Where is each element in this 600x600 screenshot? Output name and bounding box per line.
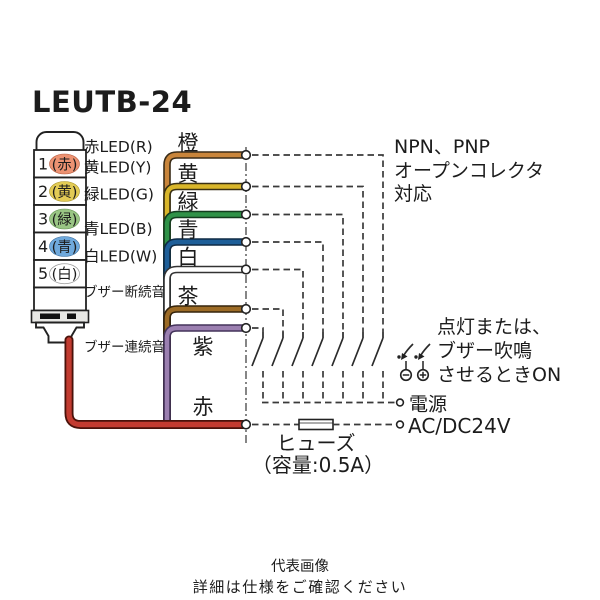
wire-function-labels: 赤LED(R) 黄LED(Y) 緑LED(G) 青LED(B) 白LED(W) … [84, 138, 165, 356]
wire-purple [163, 324, 247, 424]
segment-color-label: (青) [52, 239, 78, 256]
terminal [240, 209, 252, 220]
footer-line1: 代表画像 [271, 558, 329, 575]
wire-color-labels: 橙 黄 緑 青 白 茶 紫 赤 [178, 131, 214, 419]
tower-dome [35, 131, 85, 152]
switch-contacts [251, 332, 384, 367]
wire-brown [163, 305, 247, 424]
tower-body [33, 286, 87, 312]
on-note-line: 点灯または、 [437, 316, 551, 338]
label-yellow: 黄 [178, 162, 199, 186]
label-white-led: 白LED(W) [84, 248, 157, 266]
compat-line: オープンコレクタ [394, 160, 544, 182]
power-terminal [395, 398, 405, 407]
mount-slot [67, 313, 76, 319]
label-red-led: 赤LED(R) [84, 138, 153, 156]
label-orange: 橙 [178, 131, 199, 155]
fuse-symbol [298, 418, 334, 431]
power-label: 電源 [409, 394, 447, 416]
wire-yellow [163, 182, 247, 424]
wire-orange [163, 151, 247, 424]
label-buzzer-continuous: ブザー連続音 [84, 339, 165, 356]
fuse-note: ヒューズ （容量:0.5A） [252, 431, 384, 477]
terminal [240, 181, 252, 192]
wire-terminals [240, 149, 252, 430]
segment-number: 3 [38, 210, 48, 229]
label-green: 緑 [178, 190, 199, 214]
voltage-label: AC/DC24V [408, 414, 511, 438]
label-white: 白 [178, 246, 199, 270]
product-title: LEUTB-24 [32, 85, 192, 119]
wire-blue [163, 238, 247, 424]
compat-line: 対応 [394, 183, 432, 205]
segment-color-white [49, 263, 80, 285]
voltage-terminal [395, 420, 405, 429]
segment-color-label: (緑) [52, 212, 78, 229]
segment-color-label: (白) [52, 266, 78, 283]
label-yellow-led: 黄LED(Y) [84, 159, 151, 177]
terminal [240, 303, 252, 315]
tower-base [35, 321, 85, 344]
external-circuit [251, 154, 405, 431]
plus-contact-symbol [414, 343, 431, 382]
on-note-line: させるときON [437, 364, 561, 386]
terminal [240, 236, 252, 248]
signal-tower: 1 2 3 4 5 (赤) (黄) (緑) (青) (白) [30, 131, 90, 344]
mount-slot [40, 313, 60, 319]
terminal [240, 149, 252, 161]
fuse-capacity: （容量:0.5A） [252, 453, 384, 477]
minus-contact-symbol [397, 343, 414, 382]
wire-harness [64, 151, 248, 429]
segment-color-blue [49, 236, 80, 257]
on-note: 点灯または、 ブザー吹鳴 させるときON [437, 316, 561, 386]
terminal [240, 322, 252, 334]
segment-number: 1 [38, 155, 48, 174]
segment-number: 2 [38, 182, 48, 201]
label-brown: 茶 [178, 285, 199, 309]
segment-color-yellow [49, 181, 80, 202]
compat-line: NPN、PNP [394, 136, 490, 158]
segment-number: 5 [38, 264, 48, 283]
on-note-line: ブザー吹鳴 [437, 339, 532, 362]
compatibility-note: NPN、PNP オープンコレクタ 対応 [394, 136, 544, 205]
label-blue-led: 青LED(B) [84, 220, 153, 238]
segment-color-label: (赤) [52, 157, 78, 174]
wire-white [163, 265, 247, 424]
label-buzzer-intermittent: ブザー断続音 [84, 284, 165, 301]
segment-number: 4 [38, 237, 48, 256]
wire-red-power [64, 335, 248, 429]
segment-color-label: (黄) [52, 184, 78, 201]
on-indicator-symbols [397, 343, 431, 382]
segment-color-red [49, 153, 80, 175]
terminal [240, 264, 252, 275]
label-purple: 紫 [193, 335, 214, 359]
footer-note: 代表画像 詳細は仕様をご確認ください [193, 558, 408, 596]
fuse-label: ヒューズ [277, 431, 356, 455]
footer-line2: 詳細は仕様をご確認ください [193, 578, 408, 596]
terminal [240, 419, 252, 430]
segment-color-green [49, 208, 80, 230]
wire-green [163, 210, 247, 424]
label-blue: 青 [178, 218, 199, 242]
label-red: 赤 [193, 395, 214, 419]
label-green-led: 緑LED(G) [84, 186, 154, 204]
tower-segments: 1 2 3 4 5 (赤) (黄) (緑) (青) (白) [33, 149, 87, 289]
